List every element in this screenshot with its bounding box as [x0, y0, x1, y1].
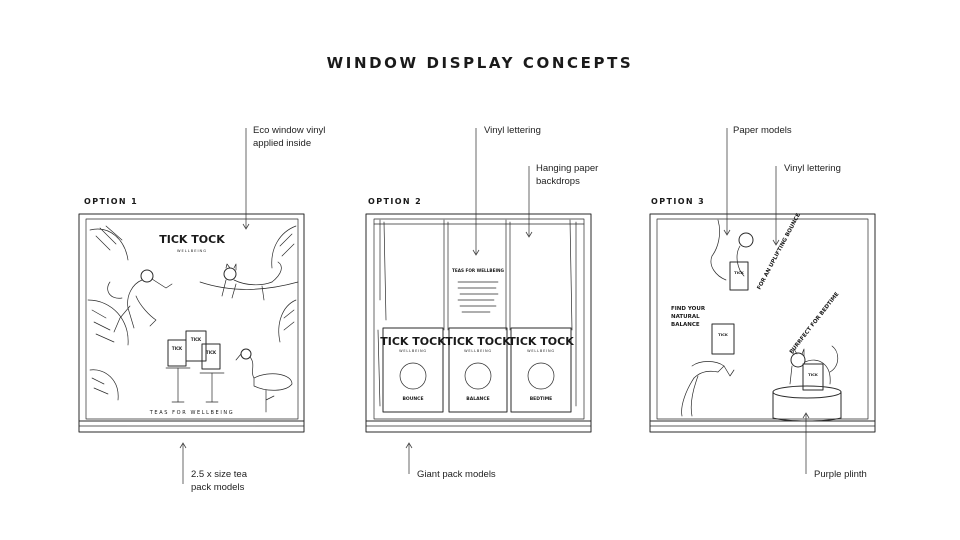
- annotation-giant-pack-models: Giant pack models: [417, 468, 496, 481]
- annotation-line: Purple plinth: [814, 469, 867, 480]
- svg-text:TICK: TICK: [206, 350, 217, 355]
- svg-text:WELLBEING: WELLBEING: [464, 349, 492, 353]
- vinyl-natural-balance: FIND YOUR NATURAL BALANCE: [671, 306, 706, 328]
- svg-text:TICK: TICK: [191, 337, 202, 342]
- svg-text:WELLBEING: WELLBEING: [527, 349, 555, 353]
- svg-text:BALANCE: BALANCE: [671, 322, 700, 328]
- annotation-line: Eco window vinyl: [253, 125, 326, 136]
- svg-text:FIND YOUR: FIND YOUR: [671, 306, 706, 312]
- giant-pack-model-balance: TICK TOCK WELLBEING BALANCE: [445, 327, 511, 413]
- annotation-vinyl-lettering-2: Vinyl lettering: [484, 124, 541, 137]
- annotation-line: Giant pack models: [417, 469, 496, 480]
- annotation-hanging-backdrops: Hanging paper backdrops: [536, 162, 598, 188]
- svg-text:BEDTIME: BEDTIME: [530, 396, 553, 402]
- svg-text:NATURAL: NATURAL: [671, 314, 700, 320]
- option-3-window: TICK FOR AN UPLIFTING BOUNCE FIND YOUR N…: [649, 212, 876, 433]
- annotation-purple-plinth: Purple plinth: [814, 468, 867, 481]
- tea-pack-models-1: TICK TICK TICK: [165, 330, 225, 403]
- paper-model-flamingo: [681, 361, 735, 417]
- vinyl-uplifting-bounce: FOR AN UPLIFTING BOUNCE: [756, 212, 802, 291]
- svg-text:TICK TOCK: TICK TOCK: [380, 335, 446, 348]
- svg-text:TICK: TICK: [718, 332, 729, 337]
- svg-text:TICK: TICK: [172, 346, 183, 351]
- annotation-line: applied inside: [253, 138, 312, 149]
- option-3-label: OPTION 3: [651, 197, 706, 206]
- logo-sub-1: WELLBEING: [177, 249, 207, 253]
- giant-pack-model-bedtime: TICK TOCK WELLBEING BEDTIME: [508, 327, 574, 413]
- svg-text:BALANCE: BALANCE: [466, 396, 489, 402]
- annotation-line: Paper models: [733, 125, 792, 136]
- cat-illustration: [199, 261, 299, 301]
- annotation-line: 2.5 x size tea: [191, 469, 247, 480]
- annotation-line: Vinyl lettering: [784, 163, 841, 174]
- option-1-label: OPTION 1: [84, 197, 139, 206]
- vinyl-lettering-title: TEAS FOR WELLBEING: [452, 268, 504, 273]
- monkey-illustration: [107, 269, 173, 333]
- small-pack-model: [711, 323, 735, 355]
- svg-text:TICK: TICK: [808, 372, 819, 377]
- teas-for-wellbeing-vinyl: TEAS FOR WELLBEING: [149, 410, 234, 416]
- vinyl-lettering-block: TEAS FOR WELLBEING: [452, 268, 505, 313]
- svg-text:TICK: TICK: [734, 270, 745, 275]
- paper-model-monkey: TICK: [710, 219, 754, 291]
- svg-text:WELLBEING: WELLBEING: [399, 349, 427, 353]
- annotation-eco-vinyl: Eco window vinyl applied inside: [253, 124, 325, 150]
- hanging-backdrops: [373, 219, 585, 407]
- tick-tock-logo-1: TICK TOCK: [159, 233, 225, 246]
- vinyl-purrfect-bedtime: PURRFECT FOR BEDTIME: [789, 291, 841, 355]
- svg-text:BOUNCE: BOUNCE: [402, 396, 423, 402]
- svg-text:TICK TOCK: TICK TOCK: [445, 335, 511, 348]
- svg-text:TICK TOCK: TICK TOCK: [508, 335, 574, 348]
- annotation-line: backdrops: [536, 176, 580, 187]
- option-2-window: TEAS FOR WELLBEING TICK TOCK WELLBEING B…: [365, 213, 592, 433]
- annotation-tea-pack-models: 2.5 x size tea pack models: [191, 468, 247, 494]
- annotation-line: Vinyl lettering: [484, 125, 541, 136]
- flamingo-illustration: [235, 348, 293, 413]
- paper-model-cat: TICK: [789, 345, 839, 391]
- page-title: WINDOW DISPLAY CONCEPTS: [326, 54, 634, 72]
- giant-pack-model-bounce: TICK TOCK WELLBEING BOUNCE: [380, 327, 446, 413]
- option-2-label: OPTION 2: [368, 197, 423, 206]
- purple-plinth: [772, 385, 842, 422]
- annotation-line: pack models: [191, 482, 245, 493]
- option-1-window: TICK TOCK WELLBEING TICK TICK TICK: [78, 213, 305, 433]
- annotation-line: Hanging paper: [536, 163, 599, 174]
- annotation-vinyl-lettering-3: Vinyl lettering: [784, 162, 841, 175]
- annotation-paper-models: Paper models: [733, 124, 792, 137]
